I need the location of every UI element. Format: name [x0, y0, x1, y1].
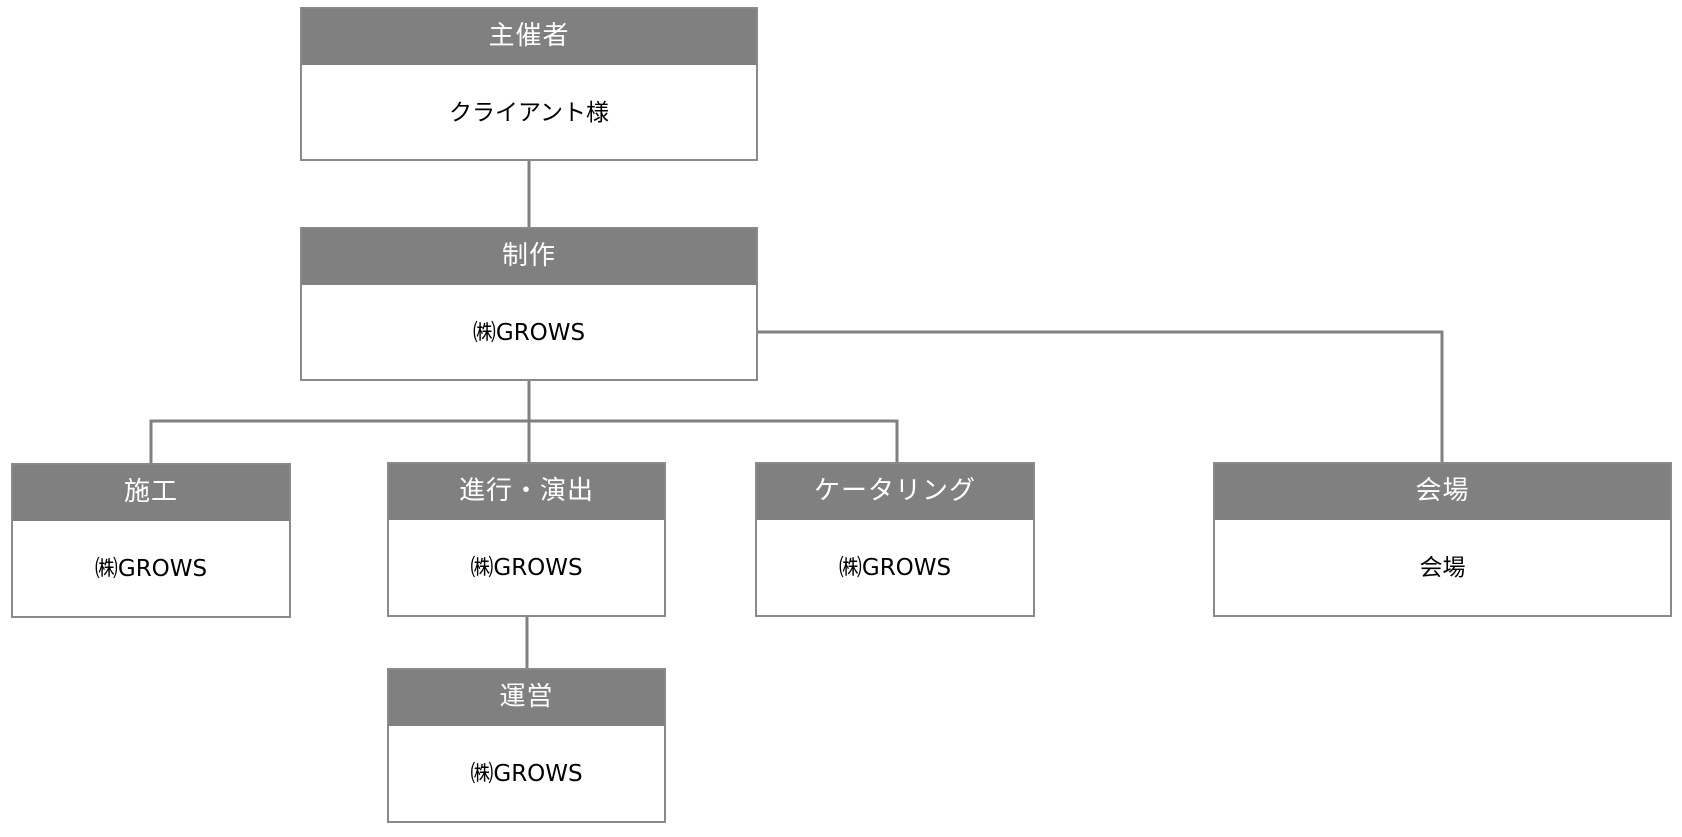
construction-role: 施工 [13, 465, 289, 521]
catering-box: ケータリング ㈱GROWS [755, 462, 1035, 617]
venue-name: 会場 [1419, 555, 1466, 581]
construction-name: ㈱GROWS [94, 556, 208, 582]
progress-role: 進行・演出 [389, 464, 664, 520]
operations-box: 運営 ㈱GROWS [387, 668, 666, 823]
catering-name: ㈱GROWS [838, 555, 952, 581]
operations-role: 運営 [389, 670, 664, 726]
venue-role: 会場 [1215, 464, 1670, 520]
organizer-role: 主催者 [302, 9, 756, 65]
construction-box: 施工 ㈱GROWS [11, 463, 291, 618]
venue-box: 会場 会場 [1213, 462, 1672, 617]
catering-role: ケータリング [757, 464, 1033, 520]
connector-production-venue [758, 330, 1444, 462]
organizer-box: 主催者 クライアント様 [300, 7, 758, 161]
connector-branch-bar [149, 419, 899, 463]
production-role: 制作 [302, 229, 756, 285]
progress-box: 進行・演出 ㈱GROWS [387, 462, 666, 617]
operations-name: ㈱GROWS [470, 761, 583, 787]
production-name: ㈱GROWS [472, 320, 586, 346]
organizer-name: クライアント様 [448, 100, 610, 126]
progress-name: ㈱GROWS [470, 555, 583, 581]
production-box: 制作 ㈱GROWS [300, 227, 758, 381]
